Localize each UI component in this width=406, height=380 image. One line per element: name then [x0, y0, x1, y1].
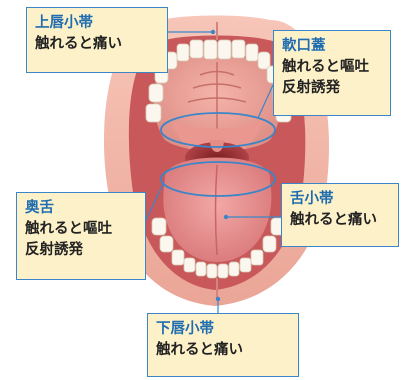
callout-title: 下唇小帯: [156, 319, 290, 340]
callout-line: 触れると嘔吐: [282, 57, 382, 78]
callout-line: 触れると嘔吐: [25, 219, 137, 240]
callout-soft-palate: 軟口蓋 触れると嘔吐 反射誘発: [273, 30, 391, 116]
callout-line: 反射誘発: [25, 240, 137, 261]
callout-line: 触れると痛い: [156, 340, 290, 361]
callout-back-of-tongue: 奥舌 触れると嘔吐 反射誘発: [16, 192, 146, 280]
callout-title: 奥舌: [25, 198, 137, 219]
callout-title: 上唇小帯: [35, 13, 159, 34]
callout-line: 反射誘発: [282, 78, 382, 99]
callout-title: 軟口蓋: [282, 36, 382, 57]
callout-lingual-frenulum: 舌小帯 触れると痛い: [281, 183, 399, 247]
callout-title: 舌小帯: [290, 189, 390, 210]
callout-line: 触れると痛い: [35, 34, 159, 55]
callout-upper-lip-frenulum: 上唇小帯 触れると痛い: [26, 7, 168, 73]
callout-line: 触れると痛い: [290, 210, 390, 231]
callout-lower-lip-frenulum: 下唇小帯 触れると痛い: [147, 313, 299, 377]
